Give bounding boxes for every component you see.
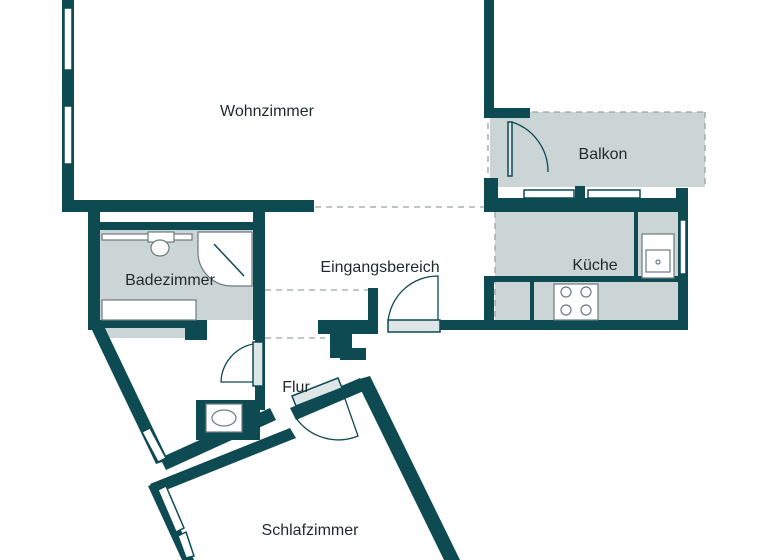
wall-balkon-top [484,108,530,118]
toilet-icon [150,239,170,257]
bathroom-lower-bench [101,299,197,321]
wall-bed-top [150,428,296,494]
wall-bed-right [356,376,460,560]
label-balkon: Balkon [579,146,628,163]
window-bed-left [157,484,185,534]
wall-living-right [484,0,494,118]
kitchen-fixtures [553,233,675,321]
burner-icon-1 [560,286,572,298]
shower-icon [197,231,253,287]
label-wohnzimmer: Wohnzimmer [220,103,315,120]
wall-flur-top [290,378,366,420]
door-bed-arc [295,395,359,441]
wall-bath-right [253,210,265,340]
counter-divider [530,280,534,322]
sink-drain-icon [655,259,661,265]
room-labels: Wohnzimmer Balkon Badezimmer Eingangsber… [125,103,627,539]
window-living-top [63,7,73,71]
burner-icon-3 [560,304,572,316]
label-schlafzimmer: Schlafzimmer [262,522,360,539]
doors [220,121,549,441]
window-living-mid [63,105,73,165]
wall-kitchen-right-top [676,188,688,212]
label-eingangsbereich: Eingangsbereich [320,259,439,276]
window-kitchen-right [679,219,687,275]
door-bath-leaf [252,341,264,387]
door-entrance-arc [387,275,439,323]
wall-bath-bottom-block [185,320,207,340]
wall-kitchen-left [484,276,494,330]
balkon-area [490,112,705,187]
window-balkon-1 [523,189,575,199]
balkon-divider [575,186,585,212]
door-balkon-arc [511,121,549,173]
door-balkon-leaf [507,121,513,177]
wall-entrance-bottom [440,320,688,330]
door-bed-leaf [291,377,343,407]
wall-entry-block2 [340,348,366,360]
wc-sink-icon [211,409,237,427]
stove-box [553,283,599,321]
label-flur: Flur [282,379,310,396]
wall-kitchen-top [484,198,688,212]
counter-block [634,212,638,282]
burner-icon-2 [580,286,592,298]
wall-bath-bottom [92,320,207,328]
window-left-diagonal [140,427,168,463]
wall-living-bottom [62,200,314,212]
bathroom-cabinet [101,233,193,241]
burner-icon-4 [580,304,592,316]
windows [63,7,687,559]
bathroom-fixtures [101,231,253,433]
walls [62,0,688,560]
window-bed-left2 [177,530,195,559]
window-balkon-2 [587,189,641,199]
label-badezimmer: Badezimmer [125,272,215,289]
wall-bath-top [88,222,253,230]
wall-bath-left [88,210,100,330]
door-bath-arc [220,343,254,383]
counter-line [494,276,684,282]
wall-entrance-left-stub [368,288,378,330]
label-kueche: Küche [572,257,617,274]
door-entrance-leaf [387,319,441,333]
shower-diagonal [213,243,245,277]
